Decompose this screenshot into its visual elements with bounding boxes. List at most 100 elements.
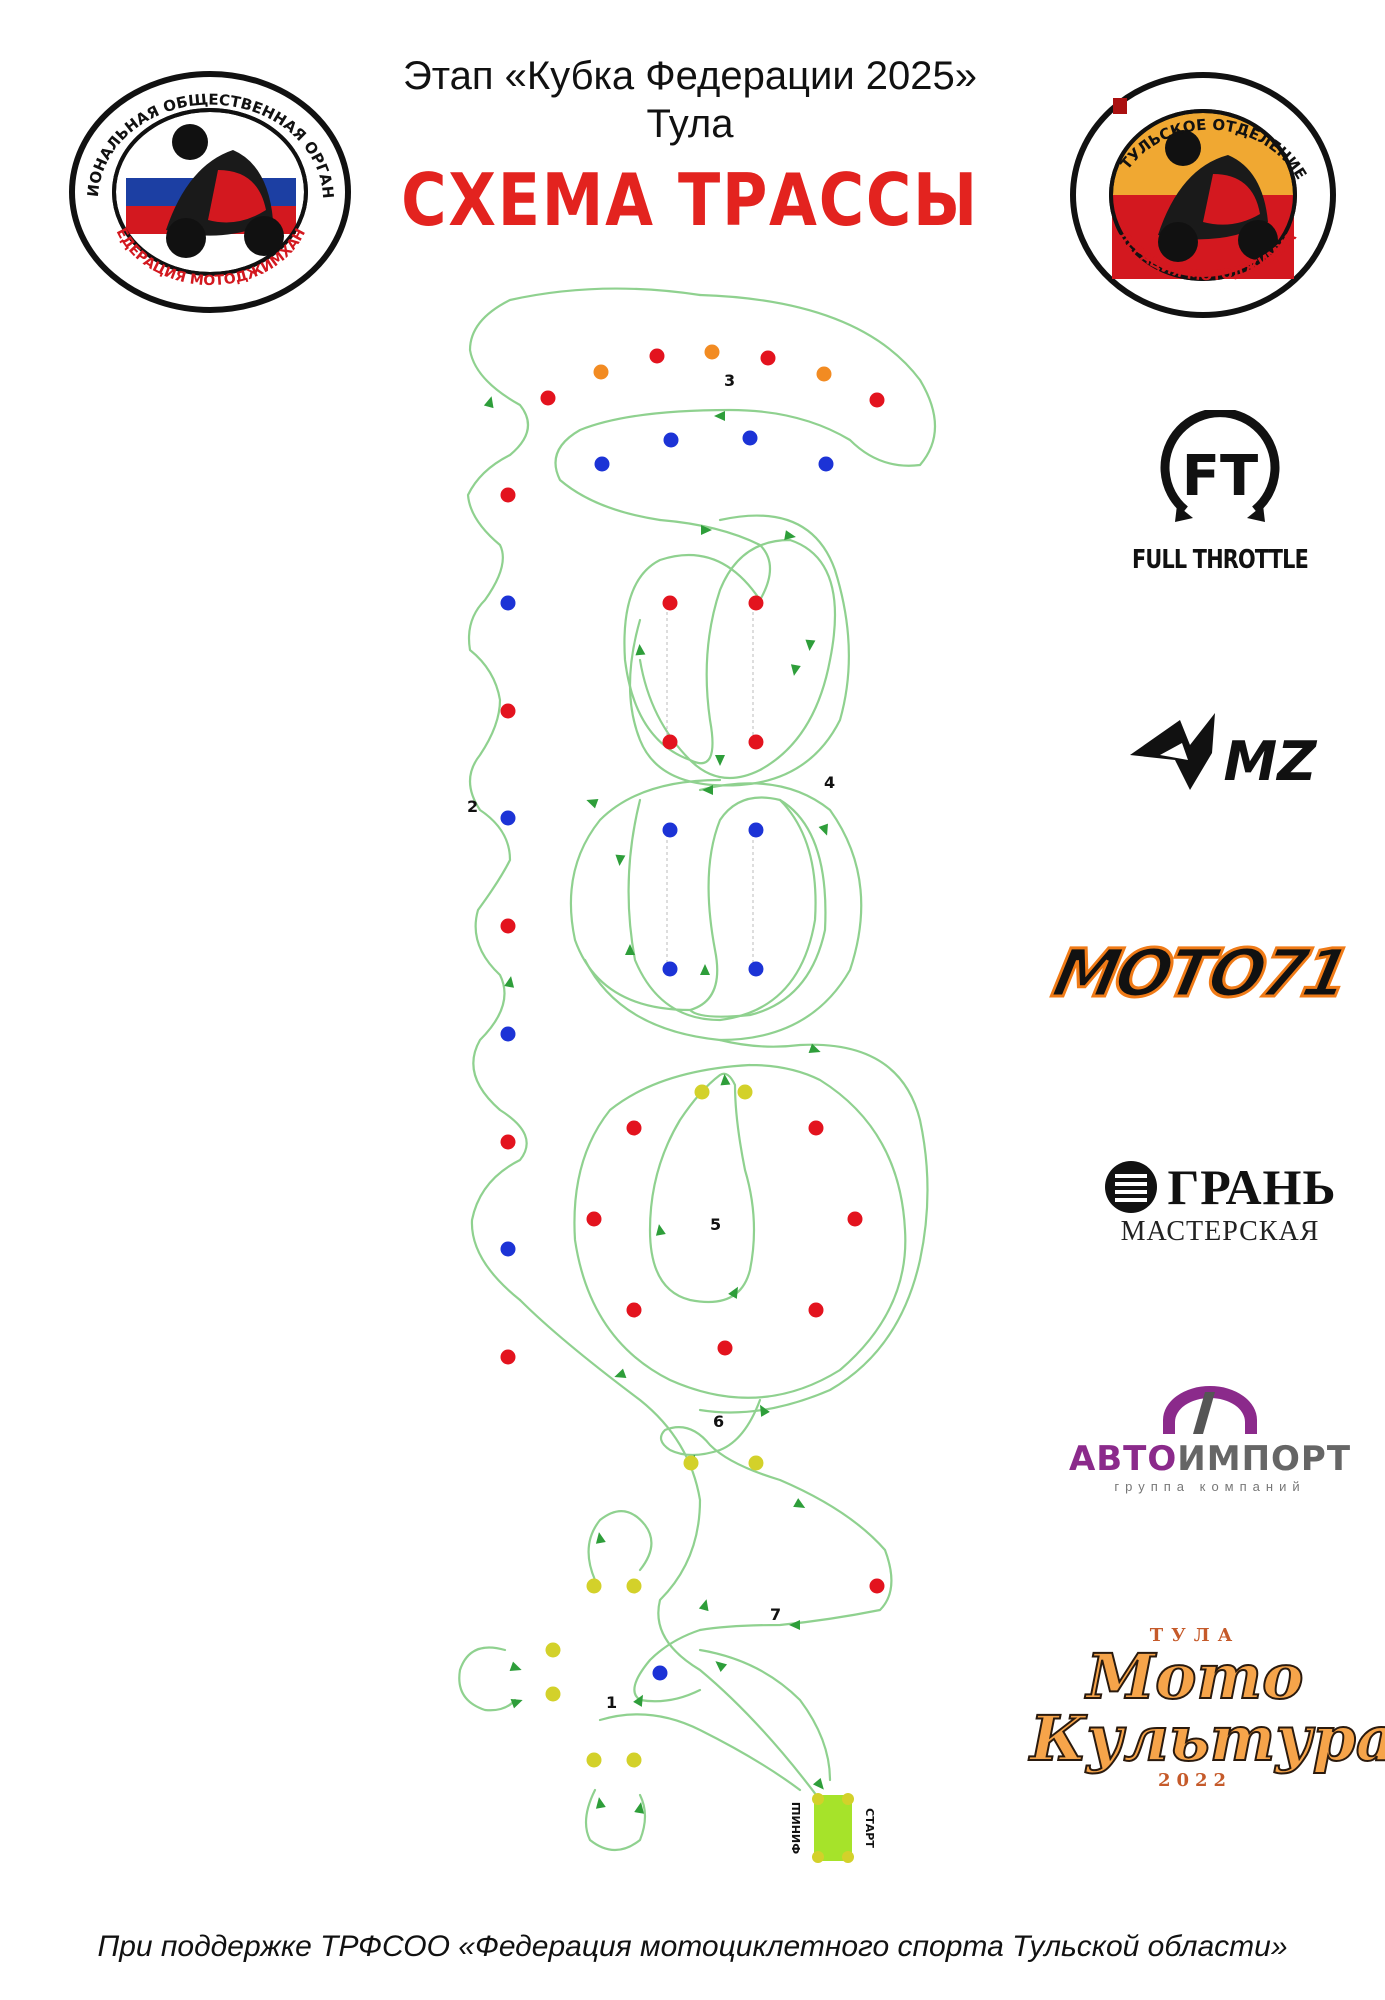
- direction-arrow-icon: [812, 1777, 824, 1790]
- avtoimport-part2: ИМПОРТ: [1177, 1439, 1352, 1479]
- cone-blue: [594, 456, 610, 472]
- event-city: Тула: [646, 102, 734, 146]
- mz-text: MZ: [1224, 730, 1318, 793]
- avtoimport-part1: АВТО: [1068, 1439, 1178, 1479]
- cone-yellow: [626, 1752, 642, 1768]
- cone-red: [808, 1120, 824, 1136]
- section-label-1: 1: [606, 1693, 617, 1712]
- avtoimport-text: АВТОИМПОРТ: [1060, 1439, 1360, 1479]
- direction-arrow-icon: [760, 1404, 770, 1417]
- direction-arrow-icon: [510, 1699, 523, 1709]
- cone-yellow: [545, 1686, 561, 1702]
- sponsor-moto71: MOTO71: [1045, 934, 1355, 1014]
- cone-red: [626, 1302, 642, 1318]
- direction-arrow-icon: [698, 1599, 709, 1612]
- cone-yellow: [586, 1752, 602, 1768]
- moto71-text: MOTO71: [1045, 934, 1355, 1014]
- track-loop-left: [458, 1646, 517, 1712]
- direction-arrow-icon: [720, 1074, 731, 1086]
- sponsor-motokultura: ТУЛА Мото Культура 2022: [1029, 1625, 1385, 1791]
- cone-blue: [742, 430, 758, 446]
- track-path-lower-eights: [569, 778, 827, 1018]
- avtoimport-sub: группа компаний: [1114, 1479, 1306, 1494]
- sponsor-mz: MZ: [1080, 705, 1360, 805]
- track-path-big-circle: [573, 1063, 907, 1399]
- direction-arrow-icon: [715, 755, 725, 766]
- direction-arrow-icon: [808, 1043, 821, 1053]
- cone-orange: [704, 344, 720, 360]
- cone-blue: [662, 961, 678, 977]
- cone-red: [847, 1211, 863, 1227]
- direction-arrow-icon: [701, 525, 712, 535]
- section-label-5: 5: [710, 1215, 721, 1234]
- cone-red: [748, 595, 764, 611]
- direction-arrow-icon: [483, 396, 494, 409]
- section-label-7: 7: [770, 1605, 781, 1624]
- track-path-finish: [698, 1648, 832, 1782]
- cone-blue: [818, 456, 834, 472]
- scheme-title: СХЕМА ТРАССЫ: [401, 158, 979, 242]
- cone-blue: [662, 822, 678, 838]
- cone-blue: [748, 961, 764, 977]
- direction-arrow-icon: [700, 964, 710, 975]
- direction-arrow-icon: [635, 644, 646, 656]
- direction-arrow-icon: [790, 664, 801, 676]
- cone-orange: [593, 364, 609, 380]
- cone-red: [869, 1578, 885, 1594]
- section-label-4: 4: [824, 773, 835, 792]
- section-labels: 1 2 3 4 5 6 7: [467, 371, 835, 1712]
- track-path-connector: [698, 1038, 929, 1414]
- event-title: Этап «Кубка Федерации 2025»: [402, 54, 978, 98]
- track-path-serpentine: [466, 287, 702, 1302]
- avtoimport-arch-icon: [1163, 1386, 1257, 1434]
- cone-red: [717, 1340, 733, 1356]
- cone-yellow: [545, 1642, 561, 1658]
- cone-red: [760, 350, 776, 366]
- cone-blue: [500, 810, 516, 826]
- footer-support-text: При поддержке ТРФСОО «Федерация мотоцикл…: [97, 1930, 1288, 1963]
- track-path-start: [518, 1298, 822, 1802]
- guide-lines: [666, 600, 754, 968]
- cone-red: [540, 390, 556, 406]
- direction-arrow-icon: [504, 976, 515, 988]
- cone-red: [500, 703, 516, 719]
- cone-red: [662, 595, 678, 611]
- track-path-center-cross: [598, 1713, 802, 1792]
- cone-blue: [500, 1026, 516, 1042]
- section-label-3: 3: [724, 371, 735, 390]
- cone-red: [500, 1134, 516, 1150]
- federation-logo-left: МЕЖРЕГИОНАЛЬНАЯ ОБЩЕСТВЕННАЯ ОРГАНИЗАЦИЯ…: [68, 70, 351, 313]
- track-path-top-loop: [554, 293, 937, 522]
- start-label: СТАРТ: [863, 1808, 876, 1848]
- cone-red: [500, 1349, 516, 1365]
- direction-arrow-icon: [715, 1661, 728, 1673]
- cone-yellow: [626, 1578, 642, 1594]
- gran-main: ГРАНЬ: [1167, 1159, 1337, 1215]
- direction-arrow-icon: [633, 1694, 643, 1707]
- direction-arrow-icon: [595, 1532, 606, 1544]
- cone-blue: [748, 822, 764, 838]
- cone-red: [500, 918, 516, 934]
- direction-arrow-icon: [595, 1797, 606, 1809]
- motokultura-top: ТУЛА: [1149, 1625, 1241, 1646]
- cone-red: [869, 392, 885, 408]
- motokultura-year: 2022: [1157, 1770, 1233, 1791]
- ft-label: FULL THROTTLE: [1131, 545, 1309, 575]
- cone-blue: [500, 595, 516, 611]
- direction-arrows: [483, 396, 828, 1814]
- direction-arrow-icon: [784, 530, 796, 541]
- direction-arrow-icon: [625, 944, 635, 955]
- direction-arrow-icon: [509, 1661, 522, 1671]
- track-path-teardrop: [648, 1072, 756, 1304]
- track-path-lower-eights-3: [583, 782, 863, 1042]
- track-path-upper-eights: [623, 518, 837, 780]
- ft-mark: FT: [1182, 444, 1258, 509]
- cone-red: [626, 1120, 642, 1136]
- federation-logo-right: ТУЛЬСКОЕ ОТДЕЛЕНИЕ ФЕДЕРАЦИЯ МОТОДЖИМХАН…: [1068, 70, 1336, 318]
- direction-arrow-icon: [714, 411, 725, 421]
- track-loop-top: [587, 1510, 653, 1582]
- track-path-hairpin: [659, 1398, 893, 1632]
- direction-arrow-icon: [728, 1286, 738, 1299]
- sponsor-full-throttle: FT FULL THROTTLE: [1080, 408, 1360, 575]
